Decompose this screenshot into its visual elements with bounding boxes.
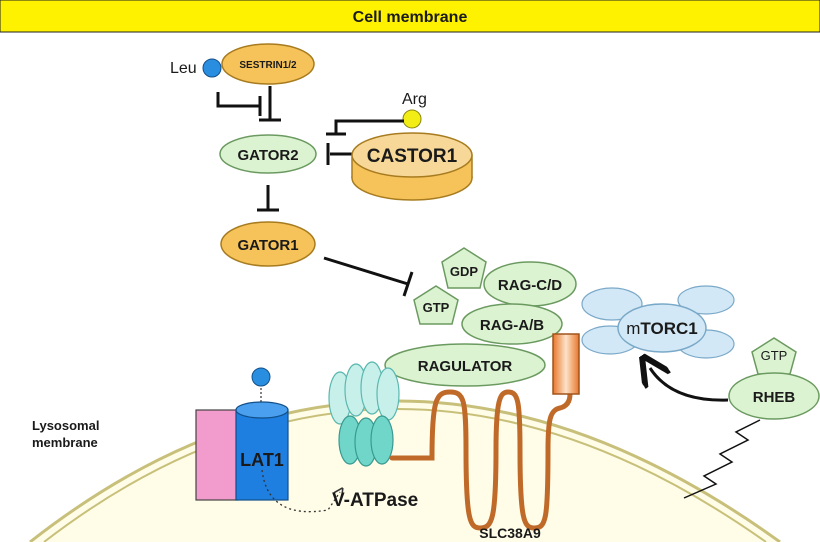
- slc38a9-box: [552, 333, 580, 395]
- rheb-label: RHEB: [753, 389, 796, 406]
- leu-ball-icon: [202, 58, 222, 78]
- gator2-node: GATOR2: [219, 134, 317, 174]
- leu-sestrin-inhibit-line: [216, 92, 260, 108]
- gator1-rag-inhibit-bar: [402, 271, 414, 297]
- rag-ab-oval: [461, 303, 563, 345]
- mtorc1-prefix: m: [626, 319, 640, 338]
- lat1-label: LAT1: [240, 450, 284, 470]
- lat1-partner-block: [195, 409, 239, 501]
- gdp-pentagon-icon: [441, 247, 487, 289]
- gator1-node: GATOR1: [220, 221, 316, 267]
- gator2-label: GATOR2: [237, 147, 298, 164]
- gtp-label: GTP: [423, 300, 450, 315]
- ragulator-node: RAGULATOR: [384, 343, 546, 387]
- castor1-label: CASTOR1: [367, 146, 458, 167]
- lysosomal-label-1: Lysosomal: [32, 418, 99, 433]
- gator1-label: GATOR1: [237, 237, 298, 254]
- mtorc1-main: TORC1: [640, 319, 697, 338]
- castor1-node: CASTOR1: [351, 132, 473, 201]
- gtp-rag-pentagon-icon: [413, 285, 459, 325]
- v-atpase-complex: [328, 361, 400, 467]
- arg-castor-inhibit-line: [334, 119, 404, 134]
- rheb-mtorc1-arrow: [650, 368, 729, 402]
- lysosomal-label-2: membrane: [32, 435, 98, 450]
- arg-label: Arg: [402, 91, 427, 108]
- header-title: Cell membrane: [353, 9, 468, 26]
- ragulator-label: RAGULATOR: [418, 358, 513, 375]
- gdp-label: GDP: [450, 264, 479, 279]
- lat1-transporter: LAT1: [195, 401, 289, 501]
- cell-membrane-header: Cell membrane: [0, 0, 820, 33]
- sestrin-label: SESTRIN1/2: [239, 60, 297, 71]
- lysosome-membrane: [29, 399, 781, 542]
- lat1-leu-ball-icon: [251, 367, 271, 387]
- rag-cd-label: RAG-C/D: [498, 277, 562, 294]
- gator1-rag-inhibit-line: [323, 256, 409, 286]
- sestrin-node: SESTRIN1/2: [221, 43, 315, 85]
- mtorc1-label: mTORC1: [626, 319, 697, 338]
- slc38a9-label: SLC38A9: [479, 525, 541, 541]
- slc38a9-transporter: [389, 333, 580, 531]
- rheb-node: GTP RHEB: [728, 337, 820, 420]
- rag-complex: RAG-C/D RAG-A/B GDP GTP: [413, 247, 577, 345]
- rag-ab-label: RAG-A/B: [480, 317, 544, 334]
- arg-ball-icon: [402, 109, 422, 129]
- lat1-vatpase-dotted-arrow: [261, 469, 340, 513]
- leu-label: Leu: [170, 60, 197, 77]
- gtp-rheb-label: GTP: [761, 348, 788, 363]
- mtorc1-complex: mTORC1: [581, 285, 735, 359]
- v-atpase-label: V-ATPase: [332, 490, 418, 511]
- rheb-anchor-zigzag: [683, 419, 761, 499]
